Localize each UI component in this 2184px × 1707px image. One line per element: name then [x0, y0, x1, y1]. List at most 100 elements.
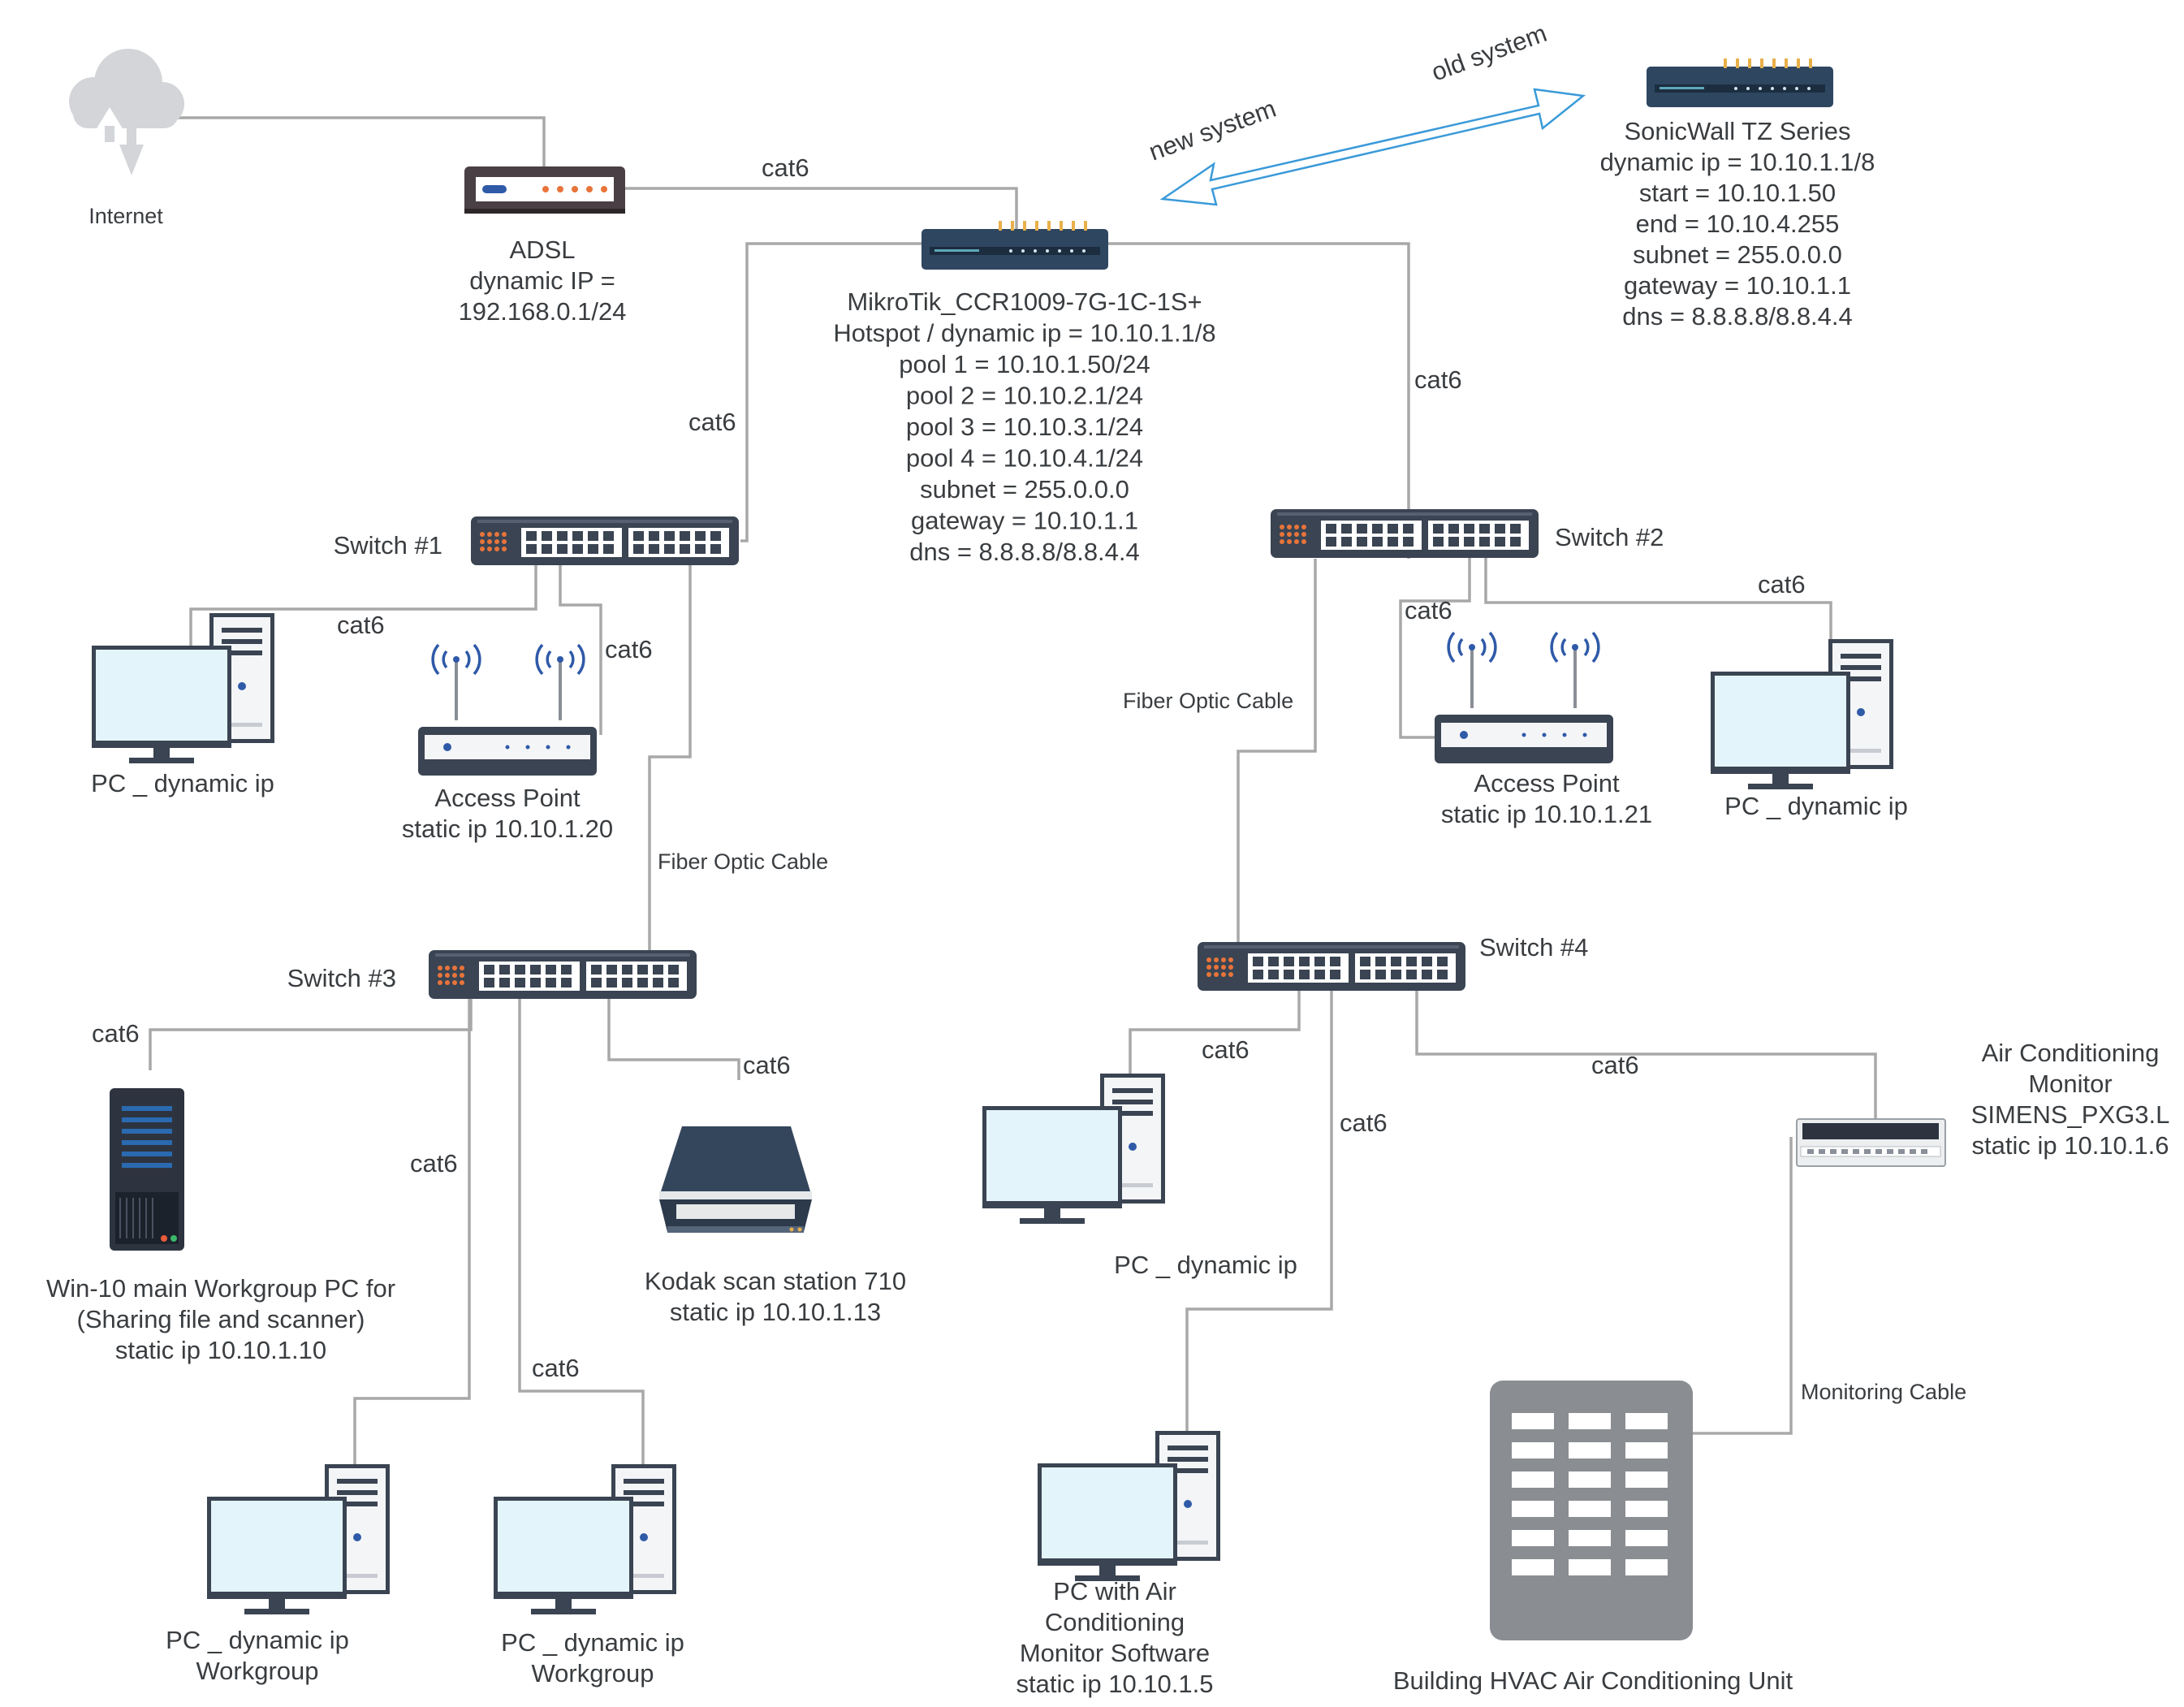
hvac-vent-slot	[1569, 1559, 1611, 1575]
pc-switch2	[1711, 639, 1893, 789]
label-line: static ip 10.10.1.5	[1016, 1670, 1214, 1698]
hvac-vent-slot	[1569, 1413, 1611, 1429]
switch-4-label: Switch #4	[1479, 933, 1588, 962]
hvac-vent-slot	[1512, 1501, 1554, 1517]
cable-label-sw2: cat6	[1414, 365, 1462, 394]
hvac-vent-slot	[1512, 1530, 1554, 1546]
label-line: PC _ dynamic ip	[91, 769, 274, 797]
label-line: 192.168.0.1/24	[459, 297, 627, 326]
label-line: static ip 10.10.1.13	[670, 1298, 881, 1326]
cable-label-sw1: cat6	[688, 408, 736, 436]
hvac-vent-slot	[1512, 1413, 1554, 1429]
cable-label-server: cat6	[92, 1019, 140, 1048]
switch-3	[429, 950, 697, 999]
label-line: SIMENS_PXG3.L	[1971, 1100, 2170, 1129]
monitoring-cable-label: Monitoring Cable	[1801, 1380, 1966, 1404]
hvac-unit-icon	[1490, 1381, 1693, 1640]
label-line: Monitor Software	[1020, 1639, 1210, 1667]
label-line: dns = 8.8.8.8/8.8.4.4	[1622, 302, 1853, 331]
switch-2	[1271, 509, 1539, 558]
switch-1-label: Switch #1	[334, 531, 442, 560]
scanner-label: Kodak scan station 710 static ip 10.10.1.…	[645, 1267, 906, 1326]
cable-label-adsl: cat6	[762, 153, 809, 182]
cable-label-scanner: cat6	[743, 1051, 791, 1079]
label-line: (Sharing file and scanner)	[77, 1305, 365, 1333]
label-line: Conditioning	[1045, 1608, 1185, 1636]
label-line: SonicWall TZ Series	[1624, 117, 1850, 145]
scanner-icon	[659, 1126, 812, 1233]
hvac-vent-slot	[1512, 1442, 1554, 1459]
label-line: static ip 10.10.1.10	[115, 1336, 326, 1364]
cable-label-wg2: cat6	[532, 1354, 580, 1382]
label-line: pool 3 = 10.10.3.1/24	[906, 413, 1143, 441]
label-line: PC with Air	[1053, 1577, 1176, 1605]
label-line: subnet = 255.0.0.0	[920, 475, 1129, 503]
new-system-label: new system	[1145, 94, 1280, 166]
label-line: Hotspot / dynamic ip = 10.10.1.1/8	[833, 319, 1215, 348]
cable-label-pc2: cat6	[1758, 570, 1806, 599]
cable-label-acmon: cat6	[1591, 1051, 1639, 1079]
ap2-label: Access Point static ip 10.10.1.21	[1441, 769, 1652, 828]
hvac-vent-slot	[1625, 1413, 1668, 1429]
label-line: subnet = 255.0.0.0	[1633, 240, 1842, 269]
pc-switch1	[92, 613, 274, 763]
cable-label-pcac: cat6	[1340, 1108, 1388, 1137]
server-label: Win-10 main Workgroup PC for(Sharing fil…	[46, 1274, 395, 1364]
hvac-vent-slot	[1569, 1530, 1611, 1546]
cable-label-ap1: cat6	[605, 635, 653, 663]
hvac-vent-slot	[1512, 1471, 1554, 1488]
switch-2-label: Switch #2	[1555, 523, 1664, 551]
label-line: static ip 10.10.1.21	[1441, 800, 1652, 828]
label-line: Workgroup	[531, 1659, 654, 1688]
label-line: dynamic ip = 10.10.1.1/8	[1600, 148, 1875, 176]
label-line: PC _ dynamic ip	[166, 1626, 349, 1654]
mikrotik-router	[922, 221, 1108, 270]
pc-switch4-label: PC _ dynamic ip	[1114, 1251, 1297, 1279]
pc-switch1-label: PC _ dynamic ip	[91, 769, 274, 797]
label-line: Access Point	[434, 784, 581, 812]
sonicwall-label: SonicWall TZ Series dynamic ip = 10.10.1.…	[1600, 117, 1875, 331]
hvac-label: Building HVAC Air Conditioning Unit	[1393, 1666, 1793, 1695]
label-line: gateway = 10.10.1.1	[1624, 271, 1851, 300]
label-line: pool 1 = 10.10.1.50/24	[899, 350, 1150, 378]
hvac-vent-slot	[1625, 1530, 1668, 1546]
label-line: MikroTik_CCR1009-7G-1C-1S+	[847, 287, 1202, 316]
server-icon	[110, 1088, 184, 1251]
ap1-label: Access Point static ip 10.10.1.20	[402, 784, 613, 843]
pc-switch2-label: PC _ dynamic ip	[1724, 792, 1908, 820]
label-line: ADSL	[510, 236, 576, 264]
mikrotik-label: MikroTik_CCR1009-7G-1C-1S+ Hotspot / dyna…	[833, 287, 1215, 566]
fiber-label-2: Fiber Optic Cable	[1123, 689, 1293, 713]
hvac-vent-slot	[1625, 1501, 1668, 1517]
label-line: static ip 10.10.1.20	[402, 815, 613, 843]
label-line: dns = 8.8.8.8/8.8.4.4	[909, 538, 1140, 566]
cable-label-pc1: cat6	[337, 611, 385, 639]
hvac-vent-slot	[1625, 1471, 1668, 1488]
label-line: Monitor	[2028, 1070, 2112, 1098]
label-line: Win-10 main Workgroup PC for	[46, 1274, 395, 1303]
pc-switch4	[982, 1074, 1165, 1224]
hvac-vent-slot	[1569, 1471, 1611, 1488]
pc-workgroup-1	[207, 1464, 390, 1614]
label-line: PC _ dynamic ip	[501, 1628, 684, 1657]
old-system-label: old system	[1427, 19, 1550, 87]
hvac-vent-slot	[1569, 1501, 1611, 1517]
ac-monitor-device	[1796, 1118, 1946, 1167]
hvac-vent-slot	[1625, 1442, 1668, 1459]
cable-label-pc4: cat6	[1202, 1035, 1250, 1064]
label-line: static ip 10.10.1.6	[1972, 1131, 2169, 1160]
cloud-icon	[69, 49, 184, 175]
hvac-vent-slot	[1625, 1559, 1668, 1575]
label-line: Access Point	[1474, 769, 1620, 797]
access-point-2	[1435, 631, 1613, 763]
hvac-vent-slot	[1569, 1442, 1611, 1459]
switch-3-label: Switch #3	[287, 964, 396, 992]
switch-4	[1198, 942, 1465, 991]
label-line: Kodak scan station 710	[645, 1267, 906, 1295]
